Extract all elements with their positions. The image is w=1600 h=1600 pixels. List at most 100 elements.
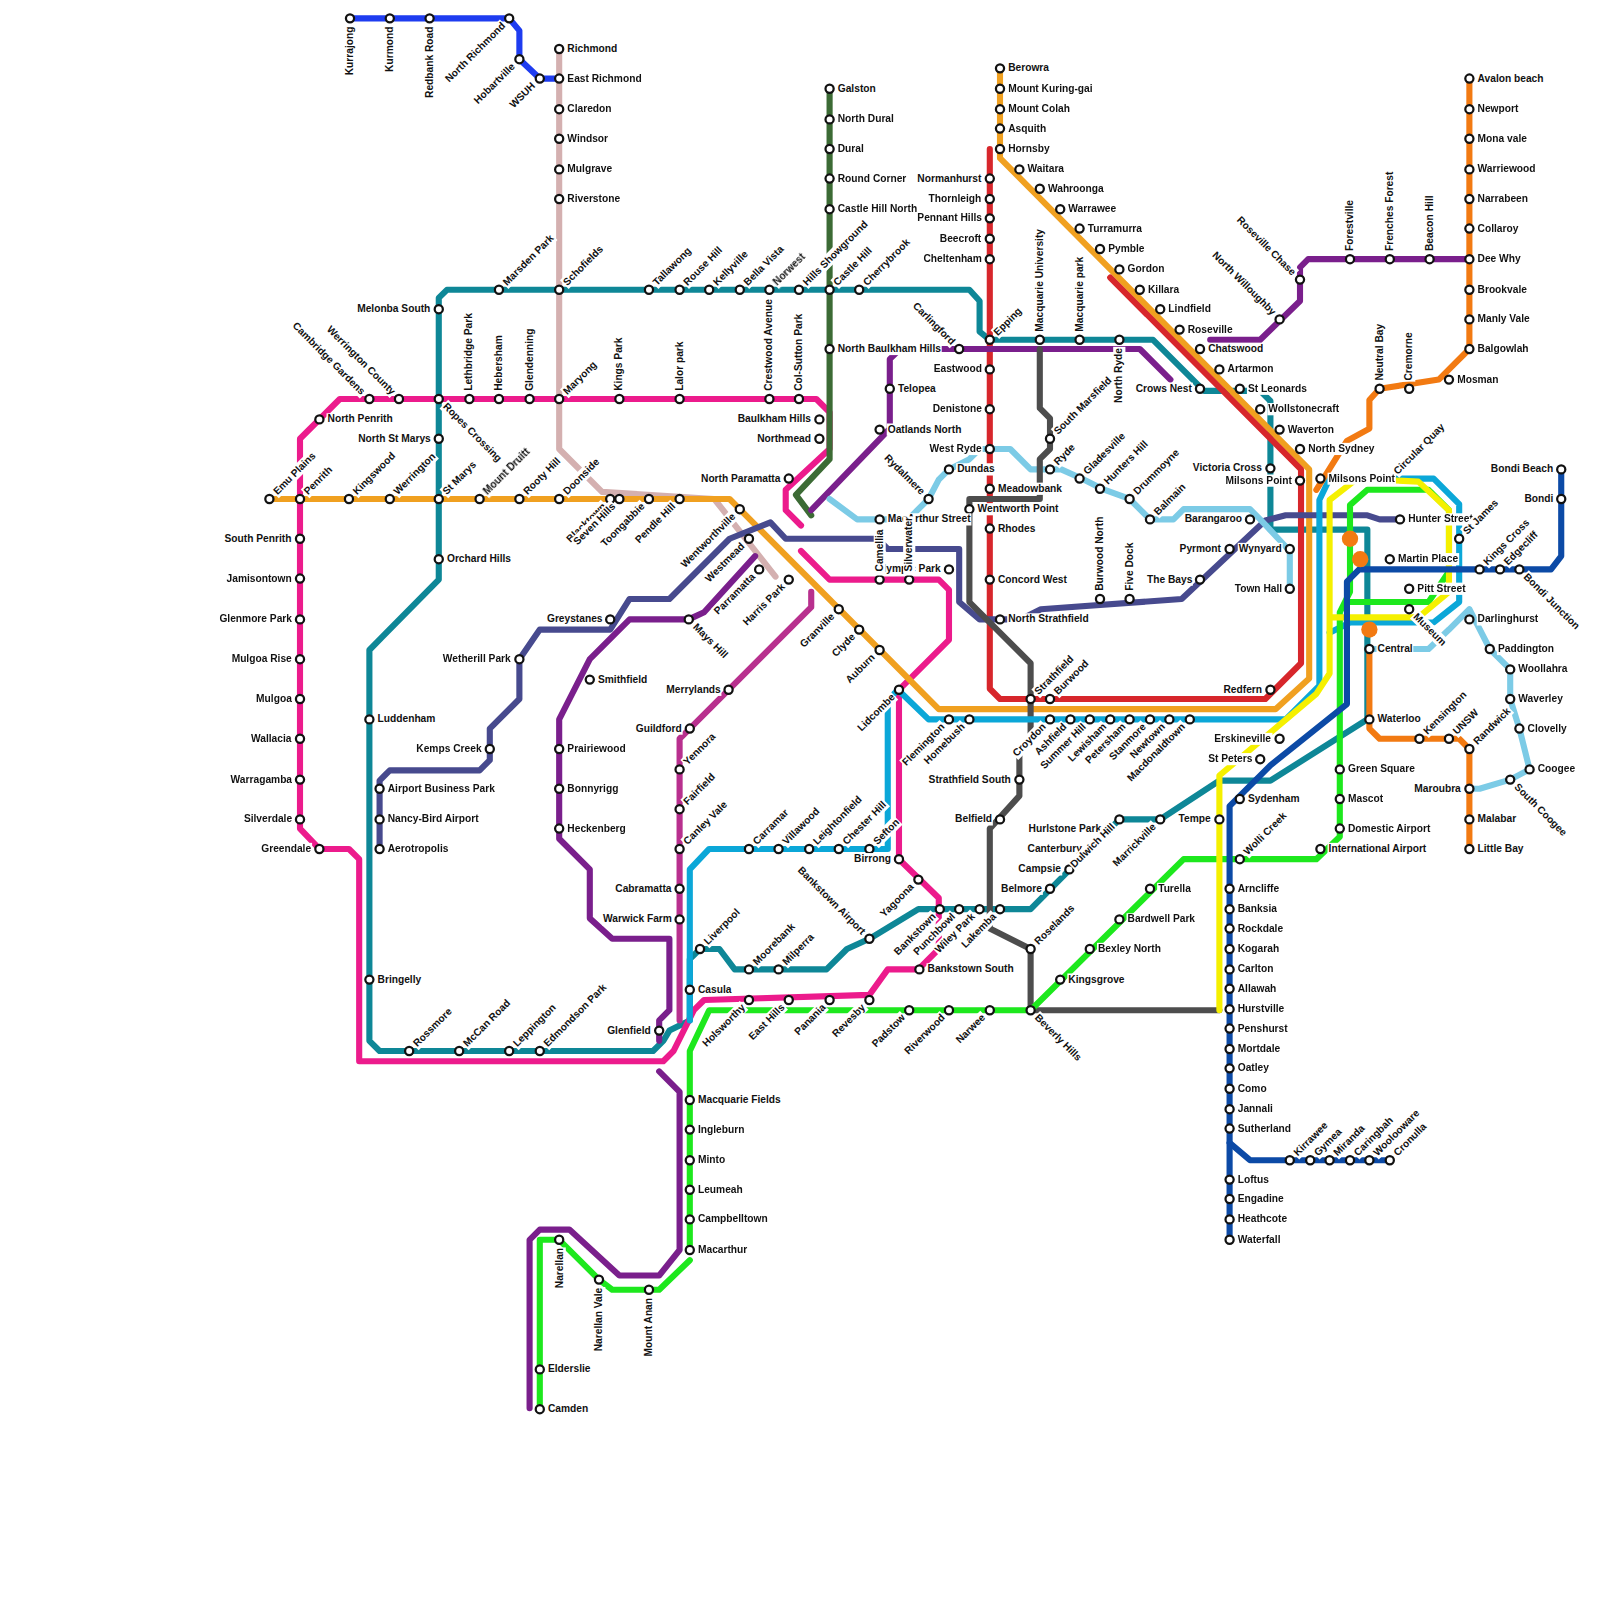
station-label: Woollahra (1517, 663, 1568, 675)
station-label: Elderslie (547, 1363, 592, 1375)
station-dot (435, 305, 443, 313)
station-label: Avalon beach (1477, 72, 1545, 84)
station-dot (996, 615, 1004, 623)
station-dot (365, 715, 373, 723)
station-dot (1276, 735, 1284, 743)
station-label: Balgowlah (1477, 343, 1530, 355)
route-line (300, 499, 949, 1061)
station-dot (876, 576, 884, 584)
station-dot (835, 845, 843, 853)
station-dot (1465, 286, 1473, 294)
station-label: Wallacia (250, 733, 293, 745)
station-dot (745, 965, 753, 973)
station-label: McCan Road (460, 996, 514, 1050)
station-dot (915, 965, 923, 973)
station-label: Bankstown Airport (794, 864, 868, 938)
station-dot (686, 1156, 694, 1164)
station-label: Kurmond (384, 26, 396, 73)
station-dot (1015, 165, 1023, 173)
station-label: Greystanes (546, 613, 604, 625)
station-dot (795, 395, 803, 403)
station-label: Heathcote (1237, 1213, 1288, 1225)
route-line (540, 1240, 690, 1409)
station-dot (1266, 464, 1274, 472)
station-label: Paddington (1497, 643, 1555, 655)
station-dot (1465, 224, 1473, 232)
station-dot (705, 286, 713, 294)
station-dot (1226, 965, 1234, 973)
station-dot (676, 885, 684, 893)
station-label: Sutherland (1237, 1122, 1292, 1134)
station-label: Penshurst (1237, 1022, 1289, 1034)
station-label: Wolli Creek (1241, 809, 1290, 858)
station-dot (1296, 445, 1304, 453)
station-dot (595, 1276, 603, 1284)
station-dot (1236, 385, 1244, 393)
station-label: South Penrith (223, 533, 292, 545)
station-dot (986, 174, 994, 182)
station-label: Oatlands North (887, 423, 963, 435)
station-dot (1316, 845, 1324, 853)
station-dot (986, 235, 994, 243)
station-label: Martin Place (1397, 553, 1459, 565)
station-label: Burwood North (1094, 516, 1106, 592)
station-dot (996, 905, 1004, 913)
station-label: Newport (1477, 103, 1520, 115)
station-dot (486, 745, 494, 753)
station-dot (826, 996, 834, 1004)
station-dot (1365, 715, 1373, 723)
station-dot (676, 915, 684, 923)
station-dot (815, 415, 823, 423)
station-dot (315, 415, 323, 423)
station-dot (785, 996, 793, 1004)
station-dot (1455, 535, 1463, 543)
station-dot (1506, 695, 1514, 703)
station-dot (895, 855, 903, 863)
station-label: Canterbury (1027, 843, 1083, 855)
station-label: Arncliffe (1237, 883, 1280, 895)
station-label: St Leonards (1247, 383, 1308, 395)
station-dot (1226, 1024, 1234, 1032)
station-label: Eastwood (933, 363, 983, 375)
station-label: Circular Quay (1391, 420, 1448, 477)
station-dot (1296, 276, 1304, 284)
station-dot (505, 1047, 513, 1055)
station-label: Minto (697, 1154, 726, 1166)
station-dot (515, 55, 523, 63)
station-dot (1156, 305, 1164, 313)
station-label: Loftus (1237, 1173, 1270, 1185)
station-label: Turella (1157, 883, 1192, 895)
station-label: Malabar (1477, 813, 1518, 825)
station-label: Nancy-Bird Airport (387, 813, 480, 825)
station-dot (395, 395, 403, 403)
station-dot (386, 495, 394, 503)
station-label: Bondi Beach (1490, 463, 1554, 475)
station-label: Pennant Hills (916, 212, 983, 224)
station-dot (936, 905, 944, 913)
station-dot (1036, 336, 1044, 344)
station-label: Hebersham (493, 334, 505, 392)
station-dot (1096, 595, 1104, 603)
station-dot (905, 576, 913, 584)
station-dot (455, 1047, 463, 1055)
station-dot (1027, 945, 1035, 953)
station-label: Wentworth Point (977, 503, 1060, 515)
station-dot (1056, 205, 1064, 213)
station-label: Northmead (756, 433, 812, 445)
station-dot (986, 576, 994, 584)
station-dot (1015, 776, 1023, 784)
station-label: Roseville Chase (1234, 213, 1299, 278)
station-dot (435, 555, 443, 563)
station-label: Lindfield (1167, 303, 1212, 315)
station-dot (515, 495, 523, 503)
station-label: Mount Kuring-gai (1007, 83, 1093, 95)
station-dot (1396, 515, 1404, 523)
station-label: Waverley (1517, 693, 1563, 705)
station-dot (696, 945, 704, 953)
station-label: Pyrmont (1179, 543, 1222, 555)
station-dot (515, 655, 523, 663)
route-line (1369, 649, 1469, 849)
station-dot (1445, 735, 1453, 743)
station-dot (1226, 545, 1234, 553)
station-label: Roselands (1031, 902, 1078, 949)
